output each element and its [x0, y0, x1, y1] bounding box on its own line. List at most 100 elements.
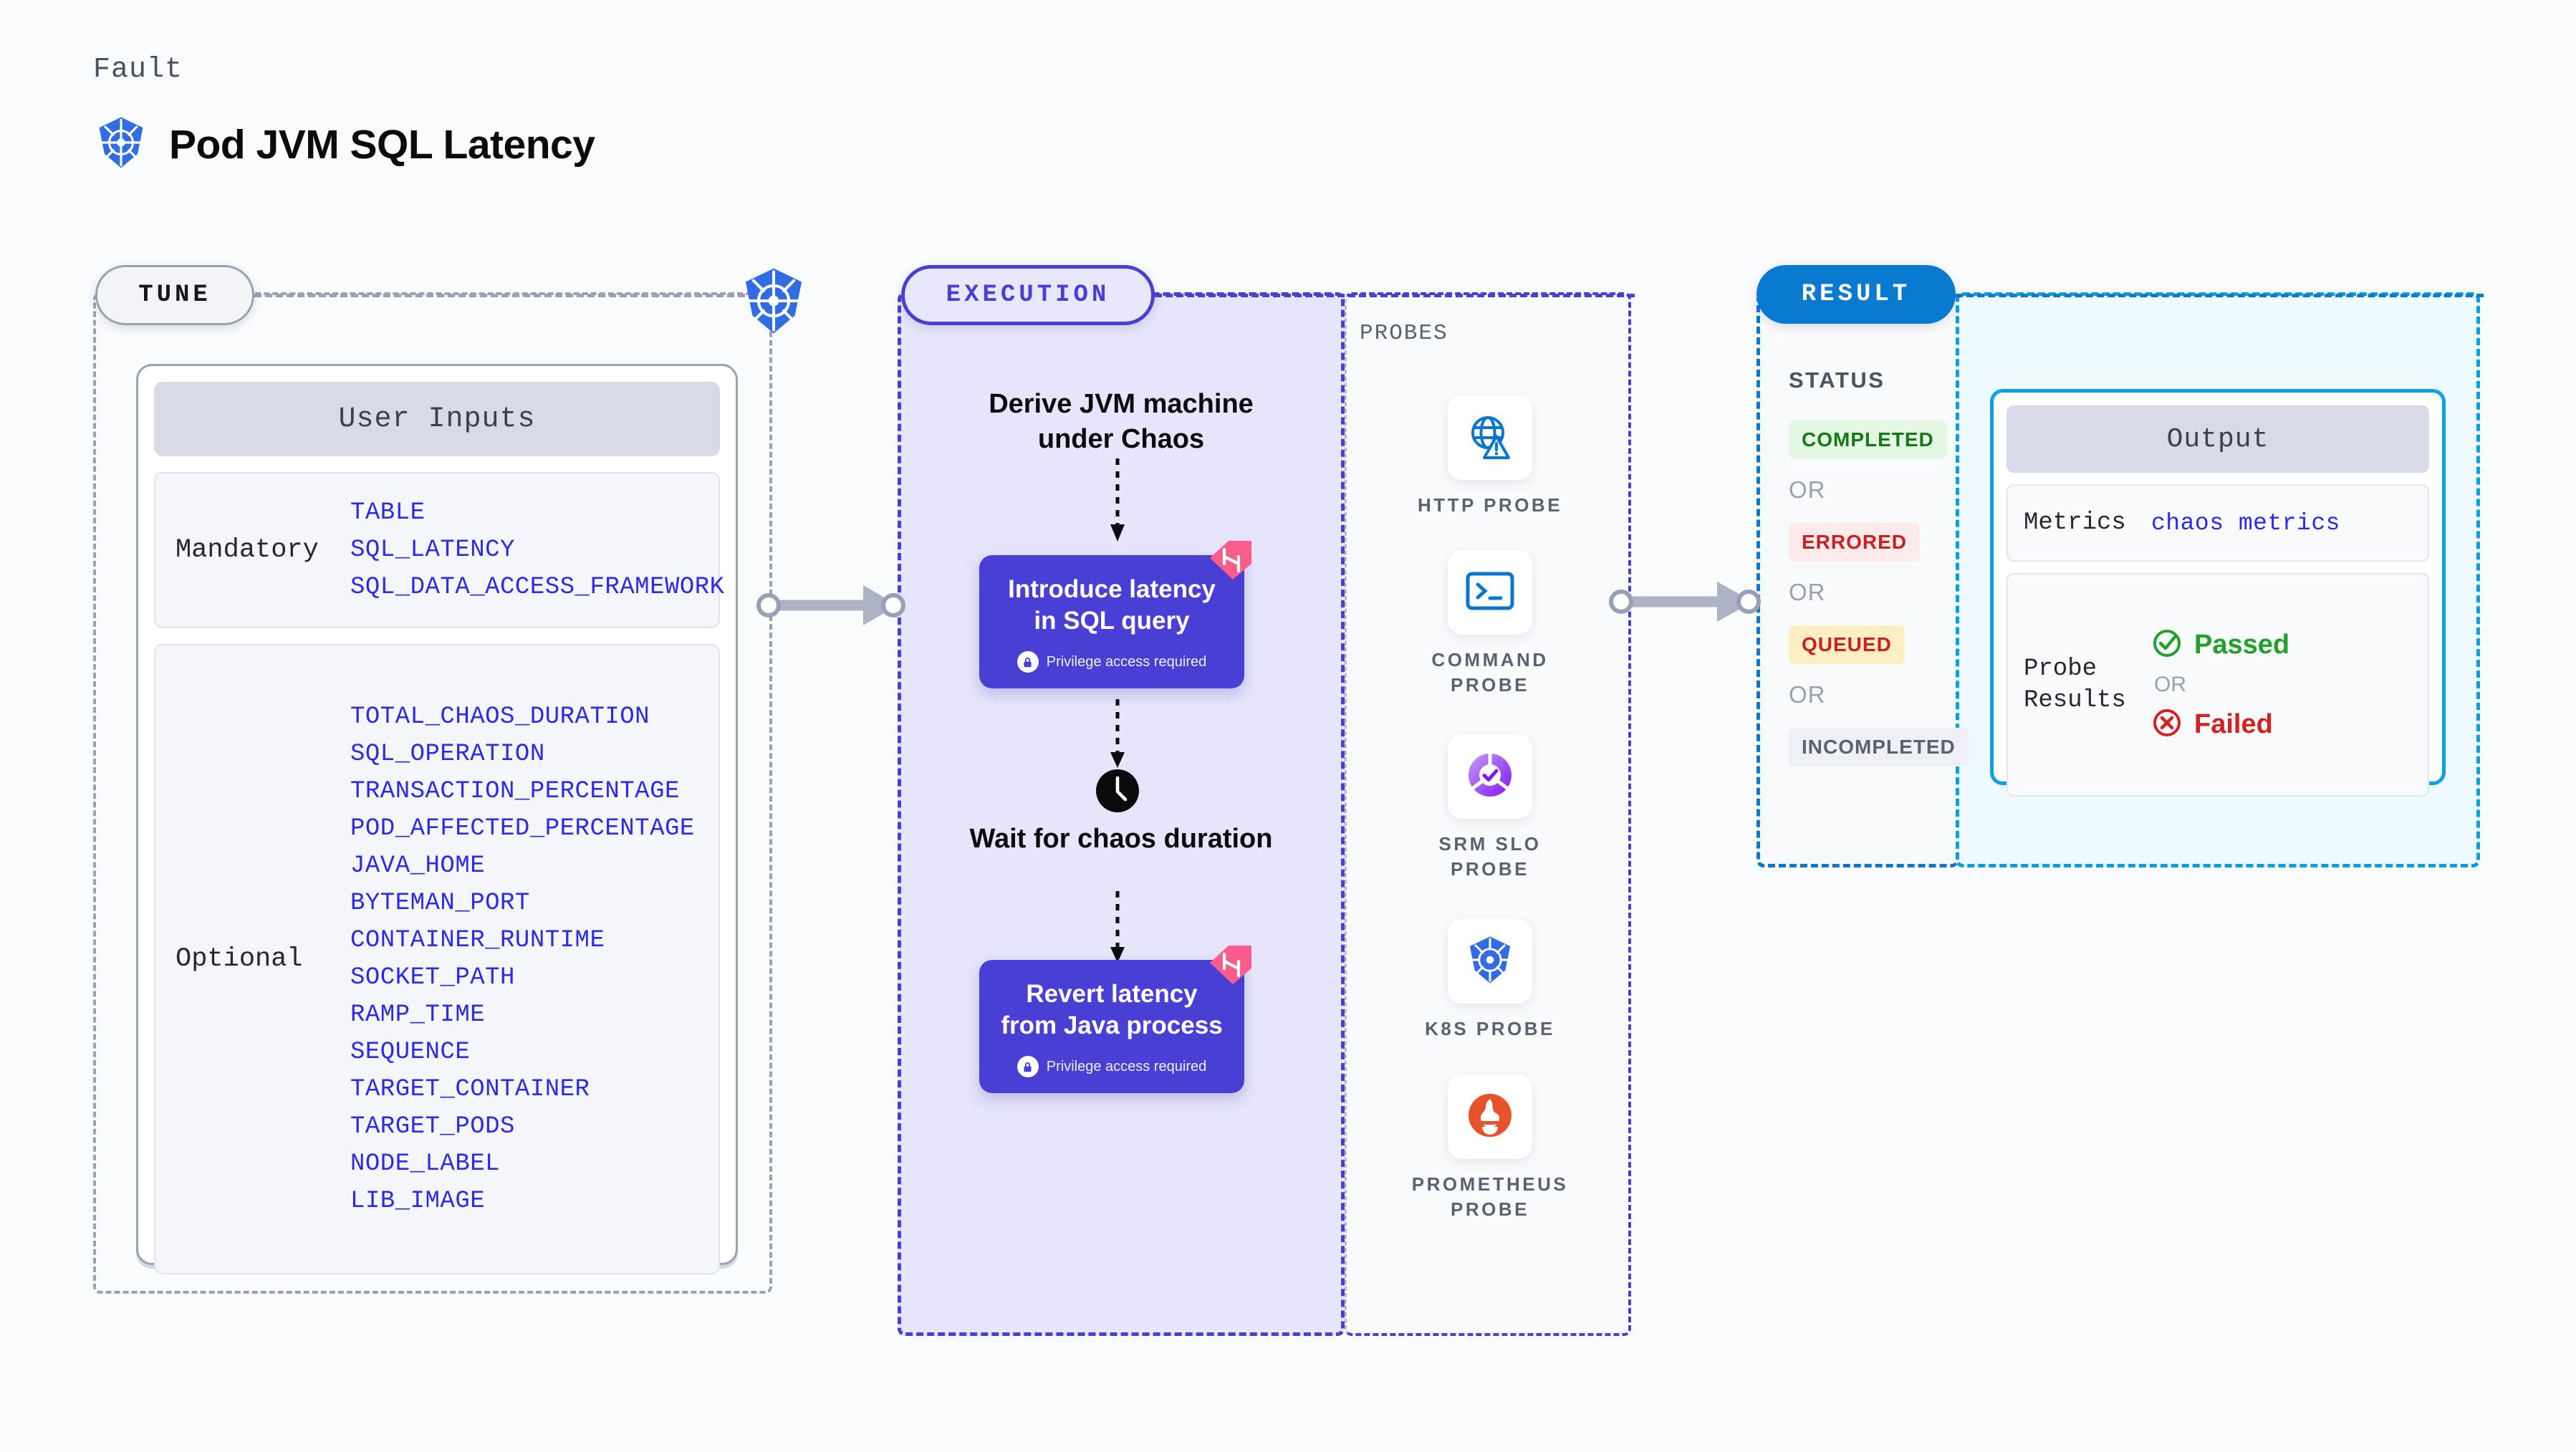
harness-icon	[1207, 944, 1254, 986]
param-item[interactable]: TARGET_CONTAINER	[350, 1076, 590, 1103]
execution-dashed-line	[1155, 294, 1635, 297]
probe-label: PROMETHEUS PROBE	[1411, 1173, 1569, 1221]
optional-label: Optional	[176, 944, 303, 974]
status-badge-queued: QUEUED	[1789, 625, 1905, 664]
optional-param-list: TOTAL_CHAOS_DURATION SQL_OPERATION TRANS…	[350, 703, 695, 1215]
param-item[interactable]: SEQUENCE	[350, 1039, 471, 1066]
probe-item-command[interactable]: COMMAND PROBE	[1404, 550, 1576, 698]
probe-tile	[1448, 734, 1532, 819]
flow-arrow-down	[1105, 458, 1130, 548]
lock-icon	[1017, 651, 1039, 673]
param-item[interactable]: NODE_LABEL	[350, 1150, 501, 1178]
close-circle-icon	[2151, 707, 2183, 742]
param-item[interactable]: TARGET_PODS	[350, 1113, 515, 1140]
execution-card-title: Revert latency from Java process	[1001, 980, 1223, 1040]
tune-dashed-line	[254, 294, 766, 297]
passed-label: Passed	[2194, 630, 2290, 660]
privilege-text: Privilege access required	[1046, 1058, 1207, 1074]
flow-arrow-down	[1105, 699, 1130, 774]
globe-warning-icon	[1464, 410, 1516, 466]
param-item[interactable]: TRANSACTION_PERCENTAGE	[350, 778, 680, 805]
privilege-note: Privilege access required	[995, 1056, 1229, 1078]
slo-check-icon	[1464, 749, 1517, 805]
fault-kicker: Fault	[93, 54, 183, 86]
param-item[interactable]: RAMP_TIME	[350, 1001, 486, 1029]
param-item[interactable]: SOCKET_PATH	[350, 964, 515, 991]
probe-label: HTTP PROBE	[1417, 494, 1563, 516]
status-or-separator: OR	[1789, 476, 1826, 503]
execution-card-introduce-latency[interactable]: Introduce latency in SQL query Privilege…	[979, 541, 1251, 689]
probe-result-failed: Failed	[2151, 707, 2289, 742]
probe-result-passed: Passed	[2151, 628, 2289, 663]
optional-params-group: Optional TOTAL_CHAOS_DURATION SQL_OPERAT…	[154, 644, 720, 1274]
lock-icon	[1017, 1056, 1039, 1078]
stage-pill-tune[interactable]: TUNE	[95, 265, 254, 325]
probe-results-values: Passed OR Failed	[2151, 628, 2289, 742]
param-item[interactable]: TABLE	[350, 499, 426, 527]
mandatory-param-list: TABLE SQL_LATENCY SQL_DATA_ACCESS_FRAMEW…	[350, 499, 725, 601]
kubernetes-icon	[1464, 934, 1516, 989]
status-badge-completed: COMPLETED	[1789, 420, 1947, 459]
connector-probes-to-result	[1608, 566, 1762, 638]
probe-item-prometheus[interactable]: PROMETHEUS PROBE	[1404, 1074, 1576, 1222]
stage-pill-result[interactable]: RESULT	[1756, 265, 1956, 324]
probe-results-row: Probe Results Passed OR	[2007, 573, 2429, 797]
stage-pill-execution[interactable]: EXECUTION	[901, 265, 1155, 325]
metrics-value[interactable]: chaos metrics	[2151, 509, 2340, 537]
probe-item-srm-slo[interactable]: SRM SLO PROBE	[1404, 734, 1576, 882]
probe-tile	[1448, 395, 1532, 480]
metrics-row: Metrics chaos metrics	[2007, 484, 2429, 562]
terminal-icon	[1465, 570, 1515, 615]
probe-label: SRM SLO PROBE	[1438, 833, 1542, 880]
param-item[interactable]: BYTEMAN_PORT	[350, 890, 530, 917]
probe-tile	[1448, 1074, 1532, 1159]
execution-card-revert-latency[interactable]: Revert latency from Java process Privile…	[979, 946, 1251, 1094]
param-item[interactable]: CONTAINER_RUNTIME	[350, 927, 605, 954]
output-title: Output	[2007, 405, 2429, 473]
status-or-separator: OR	[1789, 681, 1826, 708]
param-item[interactable]: SQL_OPERATION	[350, 741, 545, 768]
param-item[interactable]: POD_AFFECTED_PERCENTAGE	[350, 815, 695, 842]
status-badge-errored: ERRORED	[1789, 523, 1921, 562]
fault-title-row: Pod JVM SQL Latency	[93, 115, 595, 174]
mandatory-params-group: Mandatory TABLE SQL_LATENCY SQL_DATA_ACC…	[154, 472, 724, 628]
kubernetes-icon	[738, 265, 809, 337]
execution-column-frame	[898, 292, 1345, 1336]
harness-icon	[1207, 539, 1254, 581]
output-card: Output Metrics chaos metrics Probe Resul…	[1990, 389, 2446, 797]
probe-results-label: Probe Results	[2024, 655, 2126, 714]
check-circle-icon	[2151, 628, 2183, 663]
probe-label: COMMAND PROBE	[1431, 649, 1549, 696]
execution-card-title: Introduce latency in SQL query	[1008, 575, 1216, 635]
page-title: Pod JVM SQL Latency	[169, 121, 595, 168]
flow-arrow-down	[1105, 891, 1130, 969]
status-section-label: STATUS	[1789, 367, 1885, 393]
execution-step-derive: Derive JVM machine under Chaos	[989, 389, 1254, 454]
param-item[interactable]: SQL_DATA_ACCESS_FRAMEWORK	[350, 574, 725, 601]
user-inputs-title: User Inputs	[154, 382, 720, 456]
privilege-text: Privilege access required	[1046, 653, 1207, 670]
probe-item-http[interactable]: HTTP PROBE	[1404, 395, 1576, 518]
status-badge-incompleted: INCOMPLETED	[1789, 728, 1969, 766]
probe-label: K8S PROBE	[1425, 1018, 1555, 1039]
kubernetes-icon	[93, 115, 149, 174]
param-item[interactable]: LIB_IMAGE	[350, 1188, 486, 1215]
prometheus-icon	[1465, 1090, 1515, 1144]
param-item[interactable]: SQL_LATENCY	[350, 537, 515, 564]
probe-item-k8s[interactable]: K8S PROBE	[1404, 919, 1576, 1042]
execution-step-wait: Wait for chaos duration	[969, 824, 1273, 854]
clock-icon	[1095, 768, 1140, 814]
status-or-separator: OR	[1789, 579, 1826, 605]
probes-section-label: PROBES	[1360, 321, 1448, 346]
param-item[interactable]: JAVA_HOME	[350, 852, 486, 880]
param-item[interactable]: TOTAL_CHAOS_DURATION	[350, 703, 650, 731]
privilege-note: Privilege access required	[995, 651, 1229, 673]
probe-result-or: OR	[2154, 673, 2186, 696]
connector-tune-to-execution	[756, 569, 906, 641]
user-inputs-card: User Inputs Mandatory TABLE SQL_LATENCY …	[136, 364, 738, 1274]
failed-label: Failed	[2194, 709, 2273, 739]
probe-tile	[1448, 919, 1532, 1004]
metrics-label: Metrics	[2024, 509, 2126, 537]
mandatory-label: Mandatory	[176, 535, 319, 565]
